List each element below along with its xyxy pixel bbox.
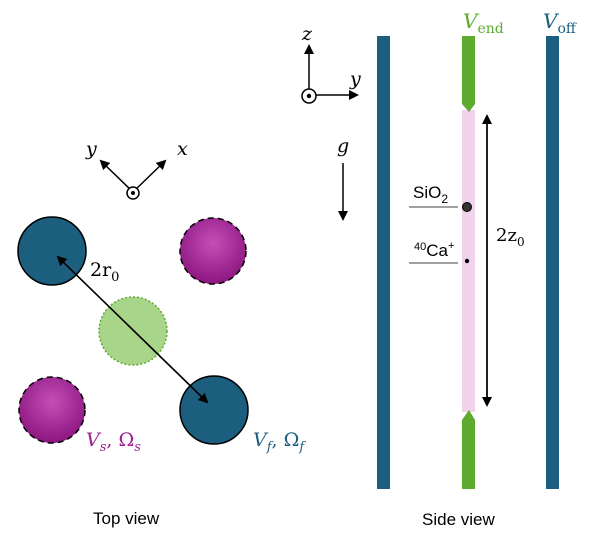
offset-rod-right xyxy=(546,36,559,489)
top-out-of-page-dot xyxy=(131,191,135,195)
sio2-particle xyxy=(462,202,472,212)
top-view-caption: Top view xyxy=(93,509,160,528)
radius-arrow-down xyxy=(57,256,209,404)
fast-rf-rod-left xyxy=(377,36,390,489)
endcap-electrode-top xyxy=(462,36,475,112)
top-x-axis-arrow xyxy=(132,159,167,193)
fast-voltage-label: Vf, Ωf xyxy=(253,429,306,455)
v-off-label: Voff xyxy=(543,9,577,37)
sio2-label: SiO2 xyxy=(413,183,448,206)
height-label: 2z0 xyxy=(496,225,525,249)
side-axis-z-label: z xyxy=(301,23,313,45)
top-view-axes: y x xyxy=(85,138,188,200)
side-view-axes: z y xyxy=(301,23,361,104)
gravity-label: g xyxy=(337,135,349,157)
slow-rf-electrode-bottom-left xyxy=(18,376,86,444)
v-end-label: Vend xyxy=(463,9,504,37)
slow-rf-electrode-top-right xyxy=(179,217,247,285)
ca-ion xyxy=(464,258,470,264)
top-axis-y-label: y xyxy=(85,138,97,160)
side-axis-y-label: y xyxy=(349,68,361,90)
ca-ion-label: 40Ca+ xyxy=(414,240,454,260)
slow-voltage-label: Vs, Ωs xyxy=(86,429,141,455)
side-view-caption: Side view xyxy=(422,510,495,529)
top-axis-x-label: x xyxy=(177,138,188,160)
side-out-of-page-dot xyxy=(306,93,312,99)
top-y-axis-arrow xyxy=(99,159,134,193)
radius-label: 2r0 xyxy=(90,259,119,285)
endcap-electrode-bottom xyxy=(462,410,475,489)
